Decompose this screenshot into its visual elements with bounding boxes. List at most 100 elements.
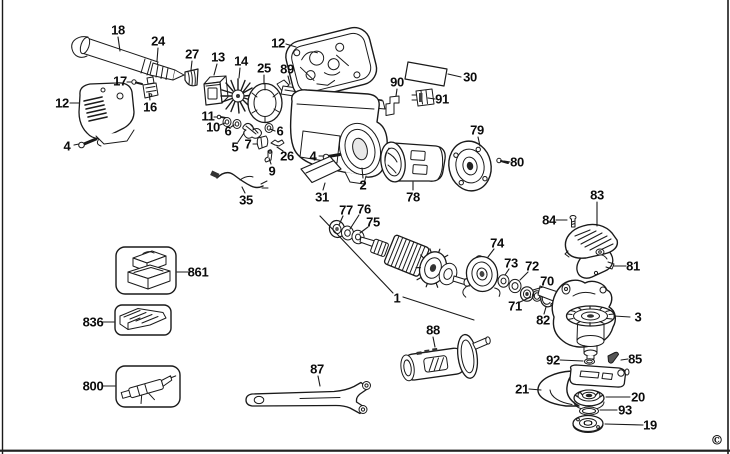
part-35-cable xyxy=(210,170,268,188)
part-3-gear-case xyxy=(538,280,615,359)
part-label-27: 27 xyxy=(185,46,199,62)
part-80-screw xyxy=(497,158,508,163)
part-label-21: 21 xyxy=(515,381,529,397)
part-16-switch xyxy=(143,77,158,98)
part-label-14: 14 xyxy=(234,53,248,69)
part-label-82: 82 xyxy=(536,312,550,328)
part-label-16: 16 xyxy=(143,99,157,115)
part-76-washer xyxy=(340,225,355,241)
part-label-861: 861 xyxy=(187,264,209,280)
part-label-4: 4 xyxy=(309,148,317,164)
part-79-bearing-flange xyxy=(444,137,495,195)
part-7-brush-cap xyxy=(257,136,268,149)
part-85-pin xyxy=(608,352,619,363)
part-label-12: 12 xyxy=(55,95,69,111)
part-74-flange xyxy=(457,253,502,302)
part-label-10: 10 xyxy=(206,119,220,135)
part-label-24: 24 xyxy=(151,33,165,49)
part-label-91: 91 xyxy=(435,91,449,107)
copyright-mark: © xyxy=(710,433,724,449)
part-label-78: 78 xyxy=(406,189,420,205)
part-21-guard xyxy=(538,365,629,406)
part-91-connector xyxy=(412,89,434,106)
part-9-lever xyxy=(265,150,272,162)
part-label-1: 1 xyxy=(393,290,401,306)
part-label-3: 3 xyxy=(634,309,642,325)
part-label-77: 77 xyxy=(339,202,353,218)
part-84-screw xyxy=(570,216,576,228)
part-6-washer-right xyxy=(265,124,273,133)
part-83-gear-cover xyxy=(565,224,617,258)
part-label-87: 87 xyxy=(310,361,324,377)
part-12-motor-housing-left xyxy=(79,83,134,146)
part-label-80: 80 xyxy=(510,154,524,170)
part-label-7: 7 xyxy=(244,136,252,152)
part-label-19: 19 xyxy=(643,417,657,433)
part-label-6: 6 xyxy=(276,123,284,139)
part-label-75: 75 xyxy=(366,214,380,230)
part-10-washer xyxy=(223,118,231,127)
part-label-70: 70 xyxy=(540,273,554,289)
part-26-clip xyxy=(271,140,284,146)
part-label-89: 89 xyxy=(280,61,294,77)
part-12-clamshell-top xyxy=(282,24,379,101)
part-label-83: 83 xyxy=(590,187,604,203)
part-836-foam-insert xyxy=(115,305,171,335)
part-31-gasket xyxy=(301,157,341,183)
part-17-screw xyxy=(132,80,142,84)
part-1-armature xyxy=(360,234,470,292)
leader-lines xyxy=(70,37,643,425)
part-label-800: 800 xyxy=(82,378,104,394)
part-label-13: 13 xyxy=(211,49,225,65)
part-label-17: 17 xyxy=(113,73,127,89)
part-92-o-ring xyxy=(585,359,595,365)
part-4-screw-left xyxy=(79,139,96,148)
part-label-90: 90 xyxy=(390,74,404,90)
part-label-81: 81 xyxy=(626,258,640,274)
part-label-12: 12 xyxy=(271,35,285,51)
part-label-836: 836 xyxy=(82,314,104,330)
part-73-washer xyxy=(498,275,509,287)
part-88-side-handle-grip xyxy=(398,331,495,387)
part-label-2: 2 xyxy=(359,177,367,193)
part-label-25: 25 xyxy=(257,60,271,76)
part-label-5: 5 xyxy=(231,139,239,155)
part-label-6: 6 xyxy=(224,123,232,139)
part-label-4: 4 xyxy=(63,138,71,154)
part-label-35: 35 xyxy=(239,192,253,208)
part-78-field xyxy=(378,141,445,184)
part-label-84: 84 xyxy=(542,212,556,228)
part-25-baffle-ring xyxy=(248,84,282,123)
part-6-washer-left xyxy=(233,120,241,129)
part-label-20: 20 xyxy=(631,389,645,405)
part-20-clamp-nut xyxy=(574,390,604,410)
part-800-grease-tube xyxy=(116,366,180,408)
part-72-spacer xyxy=(509,279,521,292)
part-label-30: 30 xyxy=(463,69,477,85)
part-label-74: 74 xyxy=(490,235,504,251)
part-label-73: 73 xyxy=(504,255,518,271)
part-label-92: 92 xyxy=(546,352,560,368)
part-label-93: 93 xyxy=(618,402,632,418)
part-label-18: 18 xyxy=(111,22,125,38)
part-label-71: 71 xyxy=(508,298,522,314)
part-90-clip xyxy=(386,96,399,116)
part-861-kitbox xyxy=(116,247,176,294)
part-19-flange xyxy=(573,416,603,433)
part-label-79: 79 xyxy=(470,122,484,138)
part-label-85: 85 xyxy=(628,351,642,367)
part-2-motor-housing xyxy=(291,90,388,184)
part-label-72: 72 xyxy=(525,258,539,274)
part-label-26: 26 xyxy=(280,148,294,164)
part-label-9: 9 xyxy=(268,163,276,179)
part-5-spring xyxy=(243,123,262,138)
part-30-label-plate xyxy=(405,62,447,86)
part-label-31: 31 xyxy=(315,189,329,205)
part-27-brush xyxy=(185,69,198,86)
part-label-11: 11 xyxy=(201,108,215,124)
part-label-88: 88 xyxy=(426,322,440,338)
part-label-76: 76 xyxy=(357,201,371,217)
